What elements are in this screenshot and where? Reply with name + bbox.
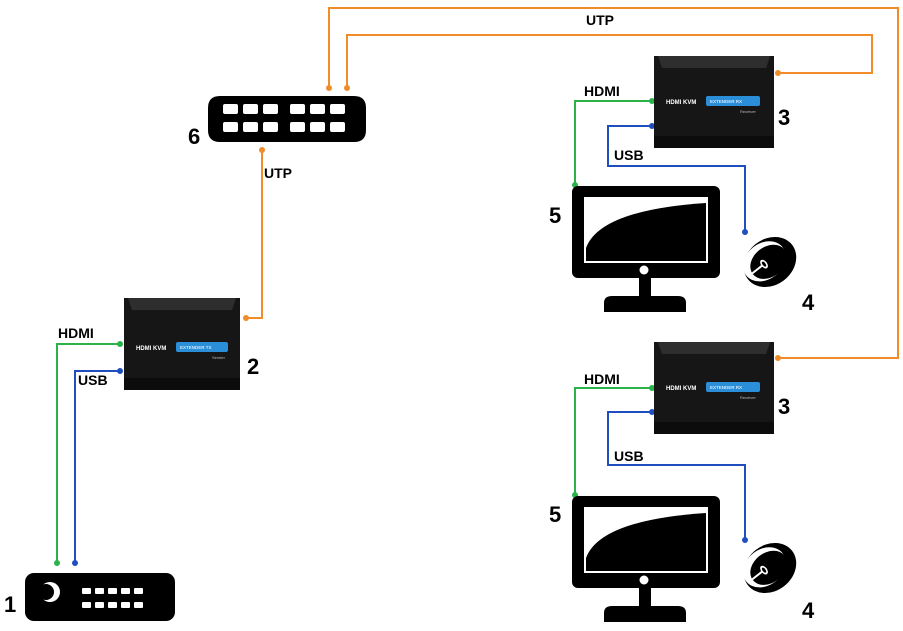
hdmi-cable-source-to-tx [56, 343, 120, 563]
rx2-badge-label: EXTENDER RX [710, 385, 742, 390]
mouse-icon [743, 236, 797, 288]
connector-dots [54, 70, 781, 566]
hdmi-cable-rx1-to-monitor [574, 100, 652, 185]
number-label-monitor-2: 5 [549, 502, 561, 527]
usb-label-tx: USB [78, 372, 108, 388]
media-player-icon [25, 573, 175, 621]
hdmi-label-rx1: HDMI [584, 83, 620, 99]
number-label-monitor-1: 5 [549, 203, 561, 228]
number-label-receiver-1: 3 [778, 105, 790, 130]
utp-label-tx: UTP [264, 165, 292, 181]
cables [56, 7, 899, 563]
number-label-receiver-2: 3 [778, 394, 790, 419]
usb-label-rx2: USB [614, 448, 644, 464]
usb-cable-rx1-to-mouse [607, 125, 746, 232]
hdmi-label-tx: HDMI [58, 325, 94, 341]
monitor-icon [572, 186, 720, 312]
hdmi-cable-rx2-to-monitor [574, 387, 652, 495]
tx-badge-label: EXTENDER TX [180, 345, 212, 350]
utp-cable-switch-to-rx2 [328, 7, 899, 359]
rx2-device-title: HDMI KVM [666, 386, 696, 392]
tx-sub-label: Sender [212, 355, 226, 360]
utp-cable-switch-to-rx1 [346, 34, 873, 88]
number-label-mouse-2: 4 [802, 598, 815, 623]
tx-device-title: HDMI KVM [136, 346, 166, 352]
kvm-receiver-1: HDMI KVM EXTENDER RX Receiver [654, 56, 774, 148]
number-label-source: 1 [4, 592, 16, 617]
utp-label-top: UTP [586, 12, 614, 28]
number-label-mouse-1: 4 [802, 290, 815, 315]
rx2-sub-label: Receiver [740, 395, 756, 400]
number-label-transmitter: 2 [247, 354, 259, 379]
kvm-transmitter: HDMI KVM EXTENDER TX Sender [124, 298, 240, 390]
usb-cable-rx2-to-mouse [607, 411, 746, 540]
rx1-device-title: HDMI KVM [666, 100, 696, 106]
usb-cable-source-to-tx [74, 370, 120, 563]
monitor-icon [572, 496, 720, 622]
rx1-badge-label: EXTENDER RX [710, 99, 742, 104]
usb-label-rx1: USB [614, 147, 644, 163]
kvm-receiver-2: HDMI KVM EXTENDER RX Receiver [654, 342, 774, 434]
mouse-icon [743, 542, 797, 594]
rx1-sub-label: Receiver [740, 109, 756, 114]
utp-cable-switch-to-tx [246, 150, 263, 319]
number-label-switch: 6 [188, 124, 200, 149]
network-switch-icon [208, 96, 366, 142]
hdmi-label-rx2: HDMI [584, 371, 620, 387]
